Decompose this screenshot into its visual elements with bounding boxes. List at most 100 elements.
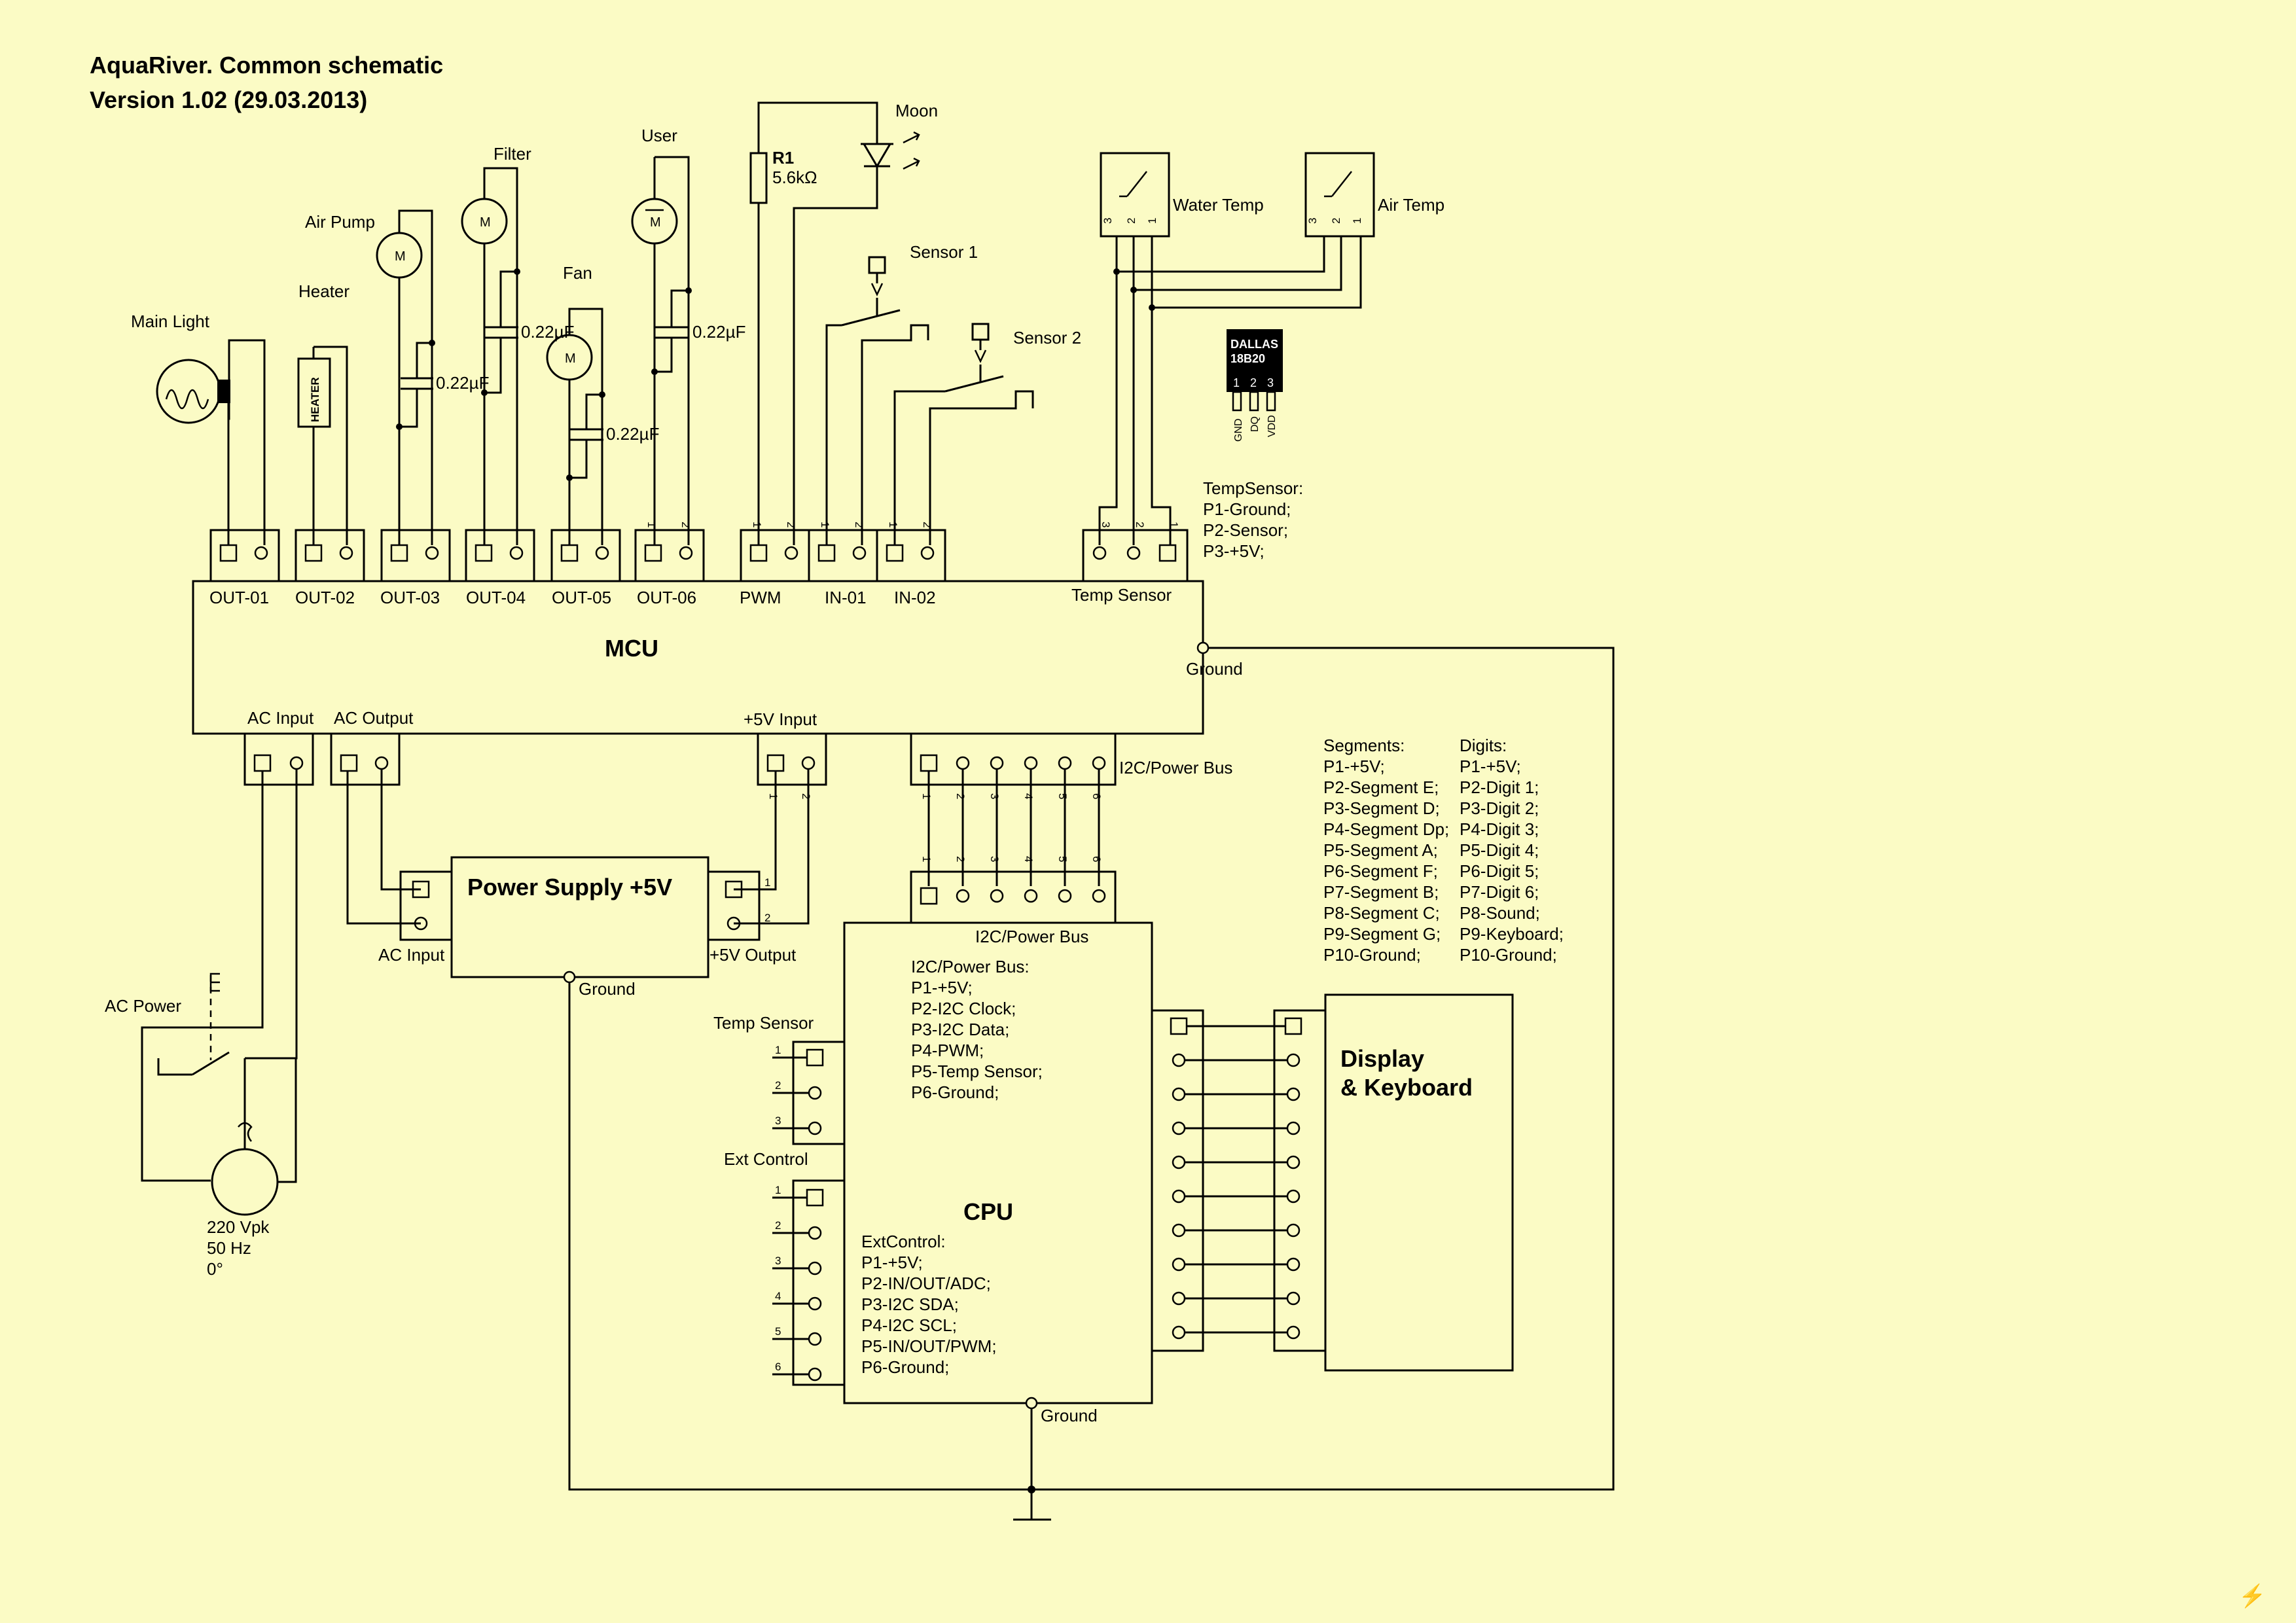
bus-row-terminal xyxy=(1172,1155,1186,1169)
mcu-conn-out-01: OUT-01 xyxy=(209,588,269,607)
heater-box-text: HEATER xyxy=(309,377,321,422)
power-wiring: 1 2 xyxy=(346,647,1615,1491)
pin-number: 2 xyxy=(785,522,797,527)
mcu-top-pin-numbers: 1 2 1 2 1 2 1 2 3 2 1 xyxy=(645,522,1180,527)
pin-number: 6 xyxy=(1090,856,1103,862)
bus-row-terminal xyxy=(1286,1223,1300,1238)
user-label: User xyxy=(641,126,677,145)
cpu-block: CPU I2C/Power Bus Ground xyxy=(843,870,1153,1521)
temp-sensor-info-line: TempSensor: xyxy=(1203,478,1303,498)
pin-number: 4 xyxy=(1022,793,1035,799)
diagram-title: AquaRiver. Common schematic xyxy=(90,52,443,79)
ac-power-voltage: 220 Vpk xyxy=(207,1217,270,1237)
fan-label: Fan xyxy=(563,263,592,283)
pin-number: 5 xyxy=(775,1325,781,1338)
bus-row-terminal xyxy=(1170,1017,1188,1035)
power-supply-5v-output-label: +5V Output xyxy=(709,945,797,965)
mcu-bottom-connectors: AC Input AC Output +5V Input I2C/Power B… xyxy=(243,708,1232,786)
user-motor: User M 0.22µF xyxy=(631,126,745,545)
fan-cap-value: 0.22µF xyxy=(606,424,659,444)
pin-number: 1 xyxy=(775,1044,781,1056)
segments-info-line: P8-Segment C; xyxy=(1323,903,1440,923)
pin-number: 3 xyxy=(988,856,1001,862)
heater-element: Heater HEATER xyxy=(297,281,350,545)
cpu-label: CPU xyxy=(963,1198,1013,1225)
digits-info-line: P1-+5V; xyxy=(1460,757,1521,776)
segments-info-line: P7-Segment B; xyxy=(1323,882,1439,902)
digits-info-line: P6-Digit 5; xyxy=(1460,861,1539,881)
pin-number: 3 xyxy=(1102,218,1114,224)
pin-number: 1 xyxy=(887,522,899,527)
digits-info-line: P7-Digit 6; xyxy=(1460,882,1539,902)
cpu-ext-info-line: ExtControl: xyxy=(861,1232,946,1251)
pin-number: 3 xyxy=(775,1115,781,1127)
digits-info-line: Digits: xyxy=(1460,736,1507,755)
bus-row-terminal xyxy=(1284,1017,1302,1035)
pin-number: 1 xyxy=(920,793,933,799)
dallas-pin-gnd: GND xyxy=(1233,418,1244,442)
pin-number: 5 xyxy=(1056,856,1069,862)
dallas-text-2: 18B20 xyxy=(1230,352,1265,365)
pin-number: 6 xyxy=(775,1361,781,1373)
cpu-ext-info-line: P6-Ground; xyxy=(861,1357,949,1377)
pin-number: 1 xyxy=(1146,218,1158,224)
pin-number: 3 xyxy=(1267,376,1274,389)
cpu-temp-sensor-label: Temp Sensor xyxy=(713,1013,814,1033)
mcu-conn-out-03: OUT-03 xyxy=(380,588,440,607)
cpu-ext-info-line: P4-I2C SCL; xyxy=(861,1315,957,1335)
segments-info-line: P4-Segment Dp; xyxy=(1323,819,1449,839)
dallas-18b20-chip: DALLAS 18B20 1 2 3 GND DQ VDD xyxy=(1227,329,1283,442)
mcu-conn-temp-sensor: Temp Sensor xyxy=(1071,585,1172,605)
cpu-ext-info-line: P3-I2C SDA; xyxy=(861,1294,959,1314)
digits-info-line: P5-Digit 4; xyxy=(1460,840,1539,860)
digits-info-line: P8-Sound; xyxy=(1460,903,1540,923)
bus-row-terminal xyxy=(1286,1087,1300,1101)
cpu-ground-label: Ground xyxy=(1041,1406,1098,1425)
pin-number: 2 xyxy=(800,793,812,799)
bus-row-terminal xyxy=(1172,1087,1186,1101)
cpu-ext-info-line: P1-+5V; xyxy=(861,1253,923,1272)
power-supply-block: Power Supply +5V 1 2 AC Input +5V Output… xyxy=(378,856,797,999)
bus-row-terminal xyxy=(1286,1257,1300,1272)
mcu-conn-out-05: OUT-05 xyxy=(552,588,611,607)
pin-number: 2 xyxy=(775,1079,781,1092)
bus-row-terminal xyxy=(1172,1325,1186,1340)
segments-info-line: P6-Segment F; xyxy=(1323,861,1438,881)
power-supply-ground-label: Ground xyxy=(579,979,636,999)
r1-value: 5.6kΩ xyxy=(772,168,817,187)
sensor-1-label: Sensor 1 xyxy=(910,242,978,262)
cpu-bus-info-line: P3-I2C Data; xyxy=(911,1020,1009,1039)
bus-row-terminal xyxy=(1286,1325,1300,1340)
mcu-5v-input-label: +5V Input xyxy=(744,709,817,729)
bus-row-terminal xyxy=(1286,1121,1300,1135)
pin-number: 2 xyxy=(775,1219,781,1232)
pin-number: 3 xyxy=(1306,218,1319,224)
bus-row-terminal xyxy=(1172,1291,1186,1306)
pin-number: 2 xyxy=(1134,522,1146,527)
mcu-ac-output-label: AC Output xyxy=(334,708,414,728)
digits-info-line: P4-Digit 3; xyxy=(1460,819,1539,839)
cpu-ext-control-connector: Ext Control 1 2 3 4 5 6 xyxy=(724,1149,846,1386)
cpu-ext-control-label: Ext Control xyxy=(724,1149,808,1169)
ac-power-source: AC Power 220 Vpk 50 Hz 0° xyxy=(105,769,298,1279)
power-supply-ac-input-label: AC Input xyxy=(378,945,445,965)
display-bus-rows xyxy=(1170,1017,1302,1340)
mcu-top-connectors: OUT-01 OUT-02 OUT-03 OUT-04 OUT-05 OUT-0… xyxy=(209,529,1189,607)
pin-number: 2 xyxy=(954,856,967,862)
segments-info-line: P2-Segment E; xyxy=(1323,777,1439,797)
pin-number: 1 xyxy=(1233,376,1240,389)
segments-info-line: P5-Segment A; xyxy=(1323,840,1438,860)
water-temp-sensor: Water Temp 3 2 1 xyxy=(1100,152,1264,238)
filter-motor: Filter M 0.22µF xyxy=(461,144,574,545)
user-motor-glyph: M xyxy=(650,215,661,230)
mcu-conn-in-02: IN-02 xyxy=(894,588,936,607)
mcu-conn-out-06: OUT-06 xyxy=(637,588,696,607)
air-pump-label: Air Pump xyxy=(305,212,375,232)
mcu-i2c-bus-label: I2C/Power Bus xyxy=(1119,758,1232,777)
sensor-2-switch: Sensor 2 xyxy=(893,323,1081,545)
cpu-bus-info-line: I2C/Power Bus: xyxy=(911,957,1030,976)
filter-motor-glyph: M xyxy=(480,215,491,230)
filter-label: Filter xyxy=(493,144,531,164)
filter-cap-value: 0.22µF xyxy=(521,322,574,342)
